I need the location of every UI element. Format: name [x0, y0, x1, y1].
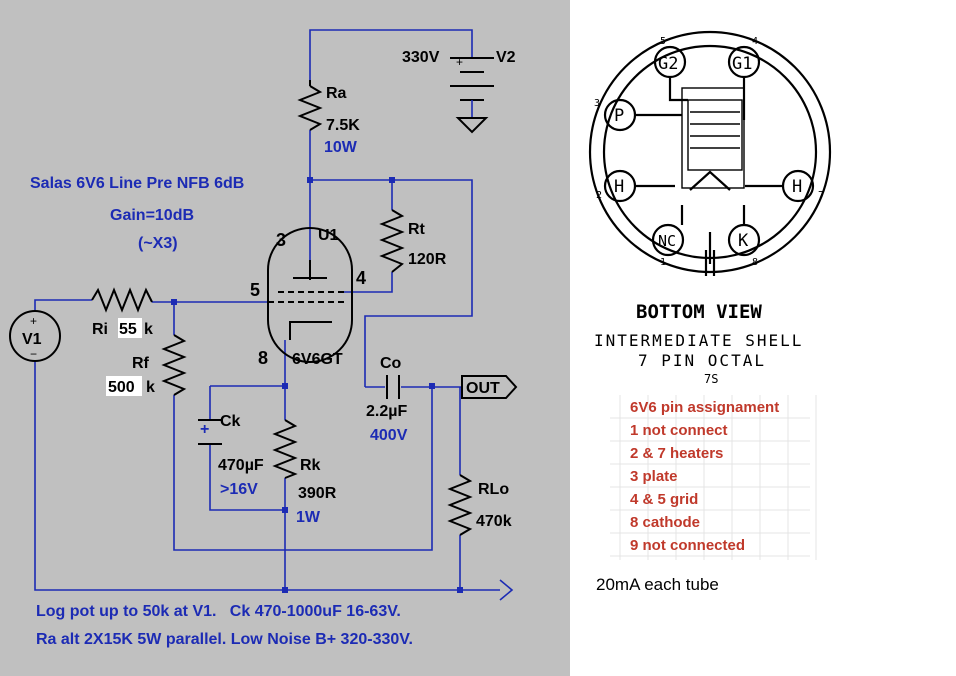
note-line-1: Log pot up to 50k at V1. Ck 470-1000uF 1… [36, 603, 401, 620]
rk-resistor [272, 419, 298, 479]
shell-label: INTERMEDIATE SHELL [594, 331, 803, 350]
rf-name: Rf [132, 355, 150, 372]
v2-battery-symbol [450, 57, 494, 134]
bottom-view-title: BOTTOM VIEW [636, 301, 762, 323]
co-voltage: 400V [370, 427, 408, 444]
pin-g1-number: 4 [752, 36, 758, 47]
ck-voltage: >16V [220, 481, 258, 498]
rk-power: 1W [296, 509, 321, 526]
rf-resistor [161, 334, 187, 396]
assignment-title: 6V6 pin assignament [630, 399, 779, 416]
pin-g1-label: G1 [732, 54, 752, 74]
ra-resistor [297, 80, 323, 131]
base-code: 7S [704, 372, 718, 386]
ri-unit: k [144, 321, 153, 338]
junction-dots [171, 177, 463, 593]
pin-g2-label: G2 [658, 54, 678, 74]
rf-value: 500 [108, 379, 135, 396]
pinout-diagram: G2 G1 P H H NC K 5 4 3 2 7 1 8 BOTTOM VI… [588, 30, 832, 594]
assignment-item: 2 & 7 heaters [630, 445, 723, 462]
rf-unit: k [146, 379, 155, 396]
tube-pin-grid1: 5 [250, 280, 260, 300]
pin-nc-label: NC [658, 232, 676, 250]
co-value: 2.2µF [366, 403, 407, 420]
ri-value: 55 [119, 321, 137, 338]
tube-pin-cathode: 8 [258, 348, 268, 368]
v2-voltage: 330V [402, 49, 440, 66]
pin-p-number: 3 [594, 98, 600, 109]
v1-source [9, 310, 61, 362]
v1-plus: + [30, 314, 37, 328]
pin-h7-number: 7 [818, 190, 824, 201]
assignment-grid [610, 395, 817, 560]
rk-value: 390R [298, 485, 337, 502]
assignment-item: 9 not connected [630, 537, 745, 554]
ri-name: Ri [92, 321, 108, 338]
ck-value: 470µF [218, 457, 264, 474]
v2-plus: + [456, 55, 463, 69]
wires [34, 29, 514, 601]
pinout-panel: G2 G1 P H H NC K 5 4 3 2 7 1 8 BOTTOM VI… [570, 0, 956, 676]
schematic-panel: 330V + V2 Ra 7.5K 10W Rt 120R 3 U1 4 5 8… [0, 0, 570, 676]
pin-h7-label: H [792, 177, 802, 197]
assignment-item: 3 plate [630, 468, 678, 485]
schematic-title: Salas 6V6 Line Pre NFB 6dB [30, 175, 244, 192]
v2-name: V2 [496, 49, 516, 66]
assignment-item: 8 cathode [630, 514, 700, 531]
pin-h2-label: H [614, 177, 624, 197]
tube-pin-grid2: 4 [356, 268, 366, 288]
rt-value: 120R [408, 251, 447, 268]
out-label: OUT [466, 380, 500, 397]
tube-u1 [267, 227, 353, 363]
ra-power: 10W [324, 139, 358, 156]
note-line-2: Ra alt 2X15K 5W parallel. Low Noise B+ 3… [36, 631, 413, 648]
rt-name: Rt [408, 221, 426, 238]
gain-label: Gain=10dB [110, 207, 194, 224]
pin-nc-ring [651, 223, 685, 257]
tube-pin-plate: 3 [276, 230, 286, 250]
ck-name: Ck [220, 413, 241, 430]
gain-factor: (~X3) [138, 235, 178, 252]
rlo-resistor [447, 474, 473, 536]
out-port [461, 375, 518, 399]
ri-resistor [91, 287, 153, 313]
assignment-item: 1 not connect [630, 422, 728, 439]
rlo-name: RLo [478, 481, 509, 498]
ra-name: Ra [326, 85, 347, 102]
ra-value: 7.5K [326, 117, 360, 134]
rk-name: Rk [300, 457, 321, 474]
pin-k-label: K [738, 231, 749, 251]
ck-plus: + [200, 421, 209, 438]
pin-nc-number: 1 [660, 257, 666, 268]
rlo-value: 470k [476, 513, 512, 530]
v1-name: V1 [22, 331, 42, 348]
ck-capacitor [198, 419, 222, 445]
pin-k-number: 8 [752, 257, 758, 268]
base-label: 7 PIN OCTAL [638, 351, 766, 370]
current-note: 20mA each tube [596, 575, 719, 594]
v1-minus: − [30, 347, 37, 361]
rt-resistor [379, 209, 405, 273]
pin-p-label: P [614, 106, 624, 126]
co-name: Co [380, 355, 402, 372]
tube-type: 6V6GT [292, 351, 343, 368]
pin-g2-number: 5 [660, 36, 666, 47]
assignment-item: 4 & 5 grid [630, 491, 698, 508]
tube-name: U1 [318, 227, 339, 244]
co-capacitor [386, 375, 400, 399]
socket-drawing [588, 30, 832, 276]
schematic-diagram: 330V + V2 Ra 7.5K 10W Rt 120R 3 U1 4 5 8… [9, 29, 518, 648]
pin-h2-number: 2 [596, 190, 602, 201]
